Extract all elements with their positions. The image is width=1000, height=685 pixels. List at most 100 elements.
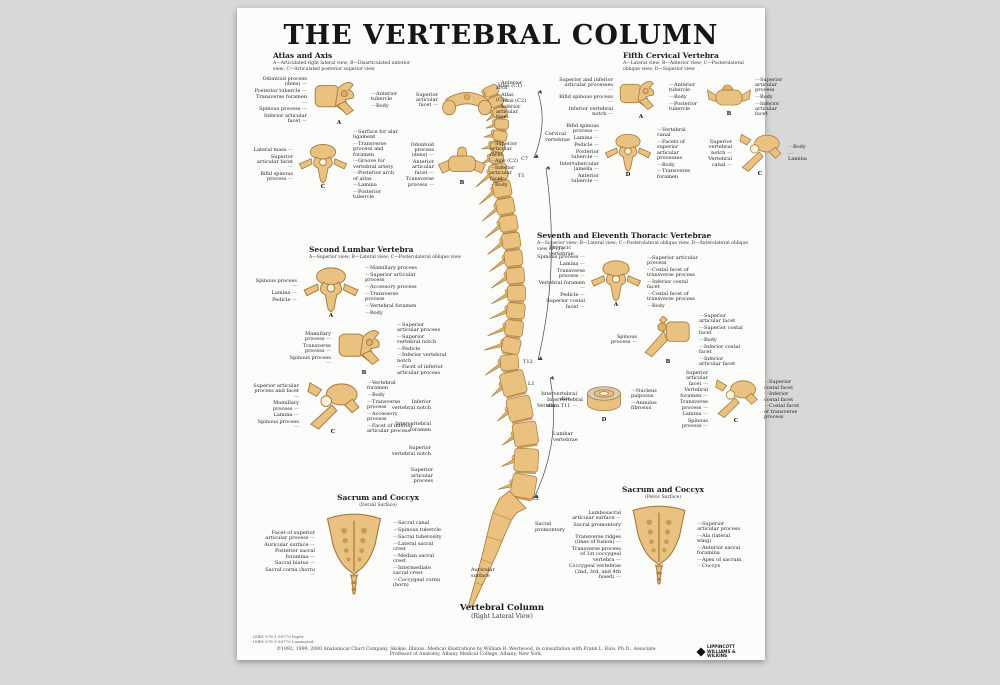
figure-sacrum-dorsal xyxy=(318,512,390,598)
label: Facets of superior articular processes xyxy=(657,140,697,161)
label: Spinous process xyxy=(287,356,331,367)
poster-title: THE VERTEBRAL COLUMN xyxy=(283,20,719,51)
label-stack: Spinous processLaminaPedicle xyxy=(253,279,297,303)
figure-marker: C xyxy=(757,170,763,177)
vertebra-lateral-icon xyxy=(338,329,380,365)
vertebra-superior-icon xyxy=(303,267,359,313)
label: Transverse process xyxy=(367,399,417,411)
label: Anterior articular facet xyxy=(402,159,434,176)
label: Sacral canal xyxy=(393,521,445,527)
vertebra-oblique-icon xyxy=(739,133,782,172)
sacrum-icon xyxy=(632,505,686,585)
figure-sacrum-pelvic xyxy=(624,504,694,588)
label: Auricular surface xyxy=(259,542,315,548)
isbn-line: ISBN 978-1-58779 Laminated xyxy=(253,639,314,645)
label: Lamina xyxy=(253,413,299,419)
figure-marker: D xyxy=(625,171,631,178)
vertebra-lateral-icon xyxy=(619,81,655,111)
label: Pedicle xyxy=(559,142,599,148)
label-stack: Anterior tubercleBodyPosterior tubercle xyxy=(669,82,703,112)
figure-atlas-axis-lateral: A xyxy=(310,75,368,126)
label: Median sacral crest xyxy=(393,553,445,565)
label: Lamina xyxy=(537,261,585,267)
section-title: Atlas and Axis xyxy=(273,51,333,60)
section-title: Fifth Cervical Vertebra xyxy=(623,51,719,60)
label: Superior articular process xyxy=(365,273,417,284)
figure-row: Intervertebral discVertebra T11 D Nucleu… xyxy=(537,370,799,430)
figure-l2-lateral: B xyxy=(334,323,394,376)
label: Spinous process xyxy=(253,279,297,290)
label-stack: Mamillary processTransverse processSpino… xyxy=(287,332,331,367)
label: Sacral cornu (horn) xyxy=(259,568,315,579)
figure-marker: D xyxy=(601,416,607,423)
label: Lamina xyxy=(559,135,599,141)
label: Mamillary process xyxy=(287,332,331,343)
figure-c5-anterior: B xyxy=(706,78,752,117)
label: Vertebral foramen xyxy=(367,380,417,392)
label: Superior articular facet xyxy=(408,92,438,109)
label: Sacral promontory xyxy=(567,523,621,534)
label: Vertebral canal xyxy=(657,128,697,139)
label: Odontoid process (dens) xyxy=(402,142,434,159)
label: Bifid spinous process xyxy=(559,94,613,106)
spine-label-axis: Axis (C2) xyxy=(503,98,527,104)
label: Lamina xyxy=(353,183,399,189)
label: Anterior sacral foramina xyxy=(697,545,745,557)
label: Vertebral foramen xyxy=(365,303,417,309)
vertebra-lateral-icon xyxy=(314,81,354,116)
label: Intermediate sacral crest xyxy=(393,565,445,577)
label-stack: Spinous processLaminaTransverse processV… xyxy=(537,254,585,310)
label-stack: Spinous process xyxy=(603,335,637,346)
label: Pedicle xyxy=(537,292,585,298)
label: Spinous tubercle xyxy=(393,527,445,533)
label: Pedicle xyxy=(397,346,447,352)
label: Costal facet of transverse process xyxy=(764,404,800,420)
label: Body xyxy=(371,103,405,109)
label: Sacral hiatus xyxy=(259,561,315,567)
label: Superior articular facet xyxy=(699,313,745,325)
label: Costal facet of transverse process xyxy=(647,291,699,303)
label: Superior articular facet xyxy=(253,154,293,171)
spine-caption-sub: (Right Lateral View) xyxy=(471,613,533,620)
label-stack: Sacral canalSpinous tubercleSacral tuber… xyxy=(393,521,445,588)
label: Superior articular process xyxy=(755,77,791,94)
figure-row: Lumbosacral articular surfaceSacral prom… xyxy=(567,504,759,588)
label: Sacral tuberosity xyxy=(393,534,445,540)
label: Ala (lateral wing) xyxy=(697,533,745,545)
label: Inferior vertebral notch xyxy=(397,353,447,364)
section-fifth-cervical: Fifth Cervical Vertebra A—Lateral view; … xyxy=(559,51,807,188)
label: Vertebral foramen xyxy=(537,280,585,292)
spine-label-c7: C7 xyxy=(521,156,529,162)
figure-t7-superior: A xyxy=(588,257,644,308)
label: Pedicle xyxy=(253,297,297,303)
figure-marker: B xyxy=(459,179,465,186)
figure-marker: B xyxy=(726,111,732,118)
label: Facet of inferior articular process xyxy=(397,365,447,376)
label: Bifid spinous process xyxy=(559,124,599,135)
figure-row: Mamillary processTransverse processSpino… xyxy=(287,322,469,376)
vertebra-superior-icon xyxy=(591,260,641,302)
section-title: Second Lumbar Vertebra xyxy=(309,245,414,254)
label: Spinous process xyxy=(603,335,637,346)
label-stack: Superior articular processCostal facet o… xyxy=(647,255,699,309)
section-subtitle: (Dorsal Surface) xyxy=(359,503,397,509)
section-second-lumbar: Second Lumbar Vertebra A—Superior view; … xyxy=(253,245,469,439)
section-subtitle: (Pelvic Surface) xyxy=(644,495,682,501)
credits-line: ©1992, 1999, 2000 Anatomical Chart Compa… xyxy=(276,647,656,657)
section-title: Seventh and Eleventh Thoracic Vertebrae xyxy=(537,231,712,240)
label: Inferior articular facet xyxy=(755,101,791,118)
label: Superior articular process xyxy=(647,255,699,267)
spine-label-inferior-notch: Inferior vertebral notch xyxy=(391,399,431,411)
label: Superior articular process xyxy=(397,322,447,334)
figure-marker: B xyxy=(665,358,671,365)
figure-marker: C xyxy=(320,183,326,190)
label-stack: Superior articular facetAxis (C2)Inferio… xyxy=(490,141,520,189)
figure-marker: A xyxy=(613,301,619,308)
thoracic-lateral-icon xyxy=(644,315,690,357)
label: Body xyxy=(490,183,520,189)
label: Odontoid process (dens) xyxy=(253,76,307,88)
label: Facet of superior articular process xyxy=(259,530,315,542)
label: Vertebral canal xyxy=(700,157,732,168)
label-stack: Nucleus pulposusAnnulus fibrosus xyxy=(631,389,671,412)
section-title: Sacrum and Coccyx xyxy=(622,485,704,494)
